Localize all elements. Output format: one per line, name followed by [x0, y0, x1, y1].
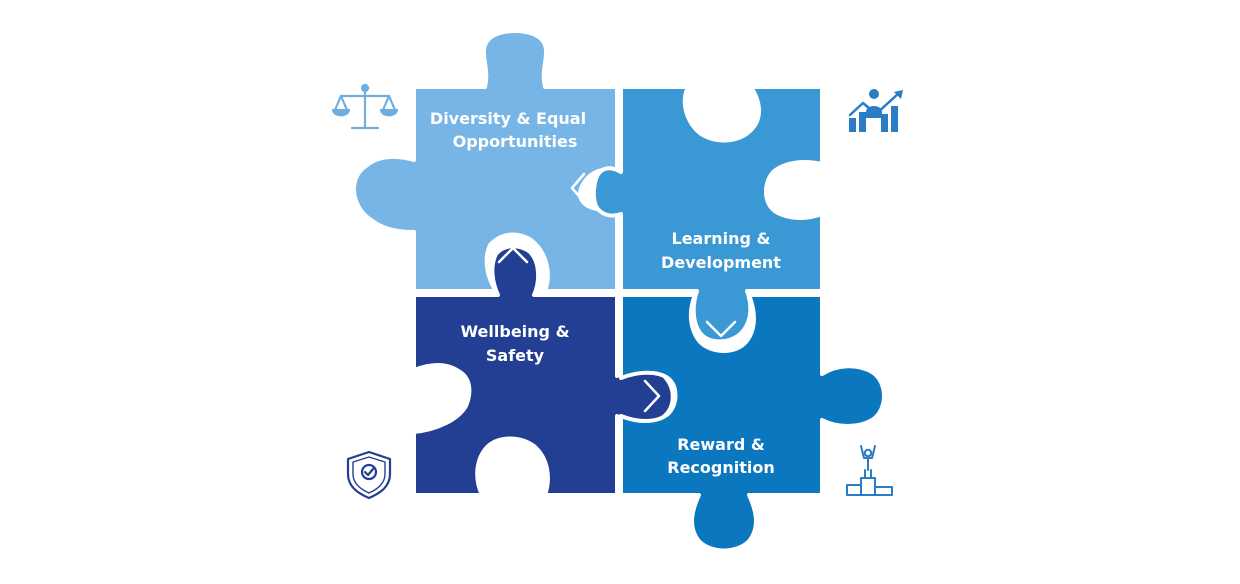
piece-reward-label-1: Reward &	[677, 435, 765, 454]
piece-learning-label-2: Development	[661, 253, 781, 272]
piece-learning-label-1: Learning &	[672, 229, 771, 248]
podium-winner-icon	[846, 445, 893, 496]
piece-diversity: Diversity & Equal Opportunities	[352, 29, 619, 293]
piece-wellbeing-label-1: Wellbeing &	[460, 322, 569, 341]
piece-wellbeing-shape	[412, 244, 675, 497]
chevron-right-icon	[643, 379, 661, 413]
chevron-left-icon	[570, 172, 586, 204]
piece-learning: Learning & Development	[591, 85, 824, 344]
chevron-up-icon	[497, 246, 529, 264]
scales-of-justice-icon	[331, 83, 399, 130]
piece-reward: Reward & Recognition	[619, 293, 886, 553]
piece-reward-label-2: Recognition	[667, 458, 775, 477]
business-growth-icon	[848, 89, 903, 132]
piece-wellbeing: Wellbeing & Safety	[412, 244, 675, 497]
piece-reward-shape	[619, 293, 886, 553]
piece-diversity-label-2: Opportunities	[453, 132, 578, 151]
shield-check-icon	[346, 450, 392, 500]
piece-diversity-label-1: Diversity & Equal	[430, 109, 586, 128]
piece-wellbeing-label-2: Safety	[486, 346, 545, 365]
chevron-down-icon	[705, 320, 737, 338]
piece-diversity-shape	[352, 29, 619, 293]
piece-learning-shape	[591, 85, 824, 344]
